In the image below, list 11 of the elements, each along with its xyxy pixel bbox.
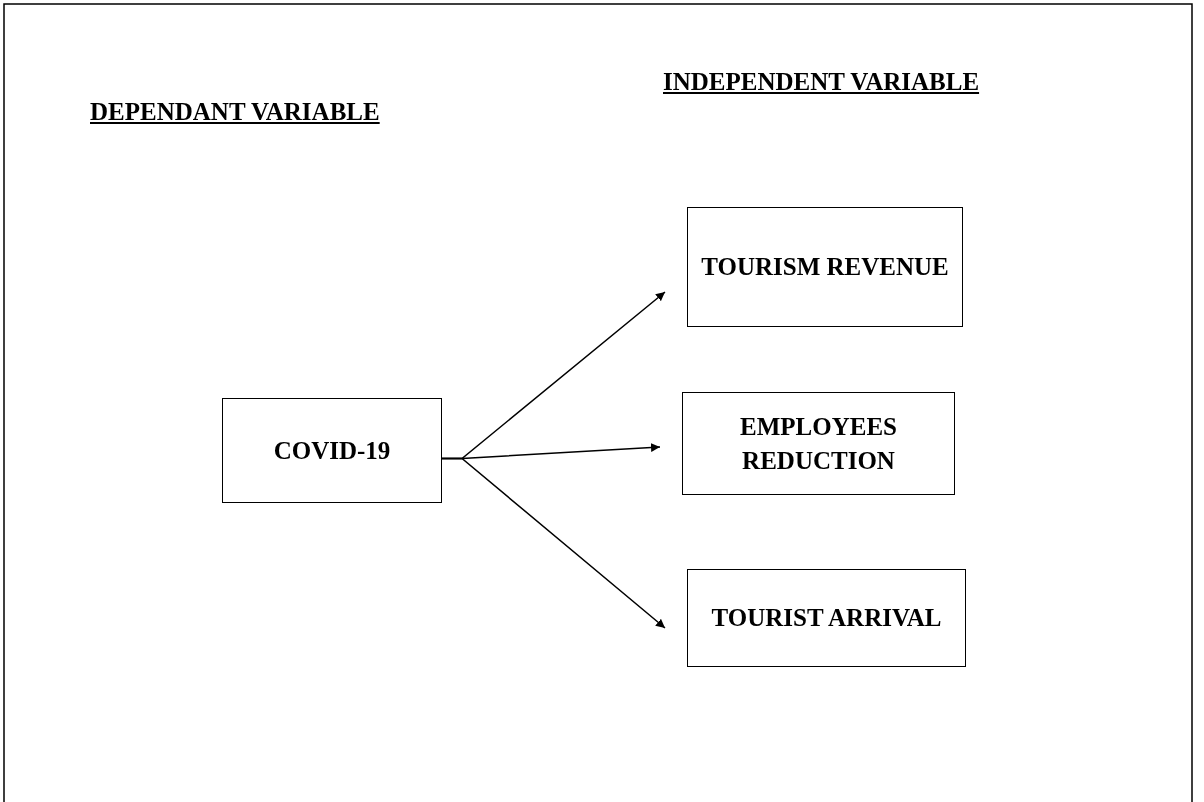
variable-box: [682, 392, 955, 495]
arrow: [441, 457, 666, 629]
column-heading: INDEPENDENT VARIABLE: [663, 68, 980, 96]
box-label: TOURIST ARRIVAL: [711, 603, 942, 634]
box-label: EMPLOYEES REDUCTION: [739, 411, 898, 476]
variable-box: [687, 569, 966, 667]
box-label: COVID-19: [273, 435, 391, 466]
box-label: TOURISM REVENUE: [701, 252, 949, 283]
variable-box: [687, 207, 963, 327]
variable-box: [222, 398, 442, 503]
column-heading: DEPENDANT VARIABLE: [90, 98, 380, 126]
